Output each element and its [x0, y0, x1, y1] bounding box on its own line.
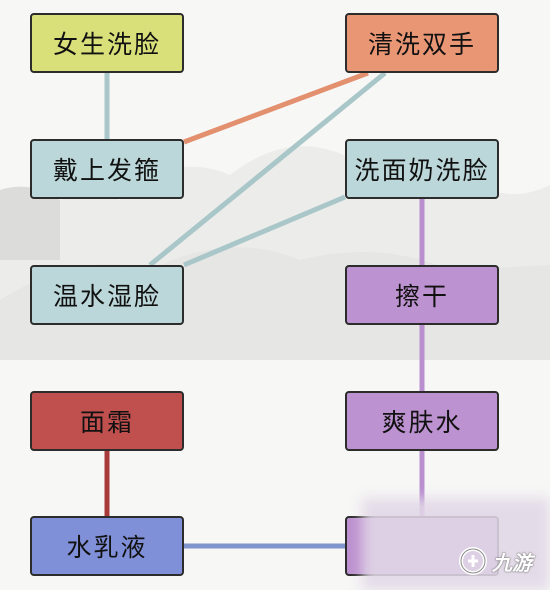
step-lotion[interactable]: 水乳液: [30, 516, 184, 576]
step-pat-dry[interactable]: 擦干: [345, 265, 499, 325]
link-hands-to-headband: [183, 70, 369, 145]
step-face-cream[interactable]: 面霜: [30, 391, 184, 451]
watermark-blur-overlay: [362, 498, 550, 590]
nine-game-logo-icon: [459, 547, 487, 575]
step-toner[interactable]: 爽肤水: [345, 391, 499, 451]
step-wear-headband[interactable]: 戴上发箍: [30, 139, 184, 199]
link-hands-to-warm-water: [148, 71, 387, 267]
link-cleanser-to-warm-water: [183, 194, 346, 268]
step-cleanser-wash[interactable]: 洗面奶洗脸: [345, 139, 499, 199]
step-wash-hands[interactable]: 清洗双手: [345, 13, 499, 73]
watermark-logo: 九游: [458, 546, 532, 576]
watermark-brand-text: 九游: [492, 550, 532, 575]
step-girl-wash-face[interactable]: 女生洗脸: [30, 13, 184, 73]
step-warm-water[interactable]: 温水湿脸: [30, 265, 184, 325]
